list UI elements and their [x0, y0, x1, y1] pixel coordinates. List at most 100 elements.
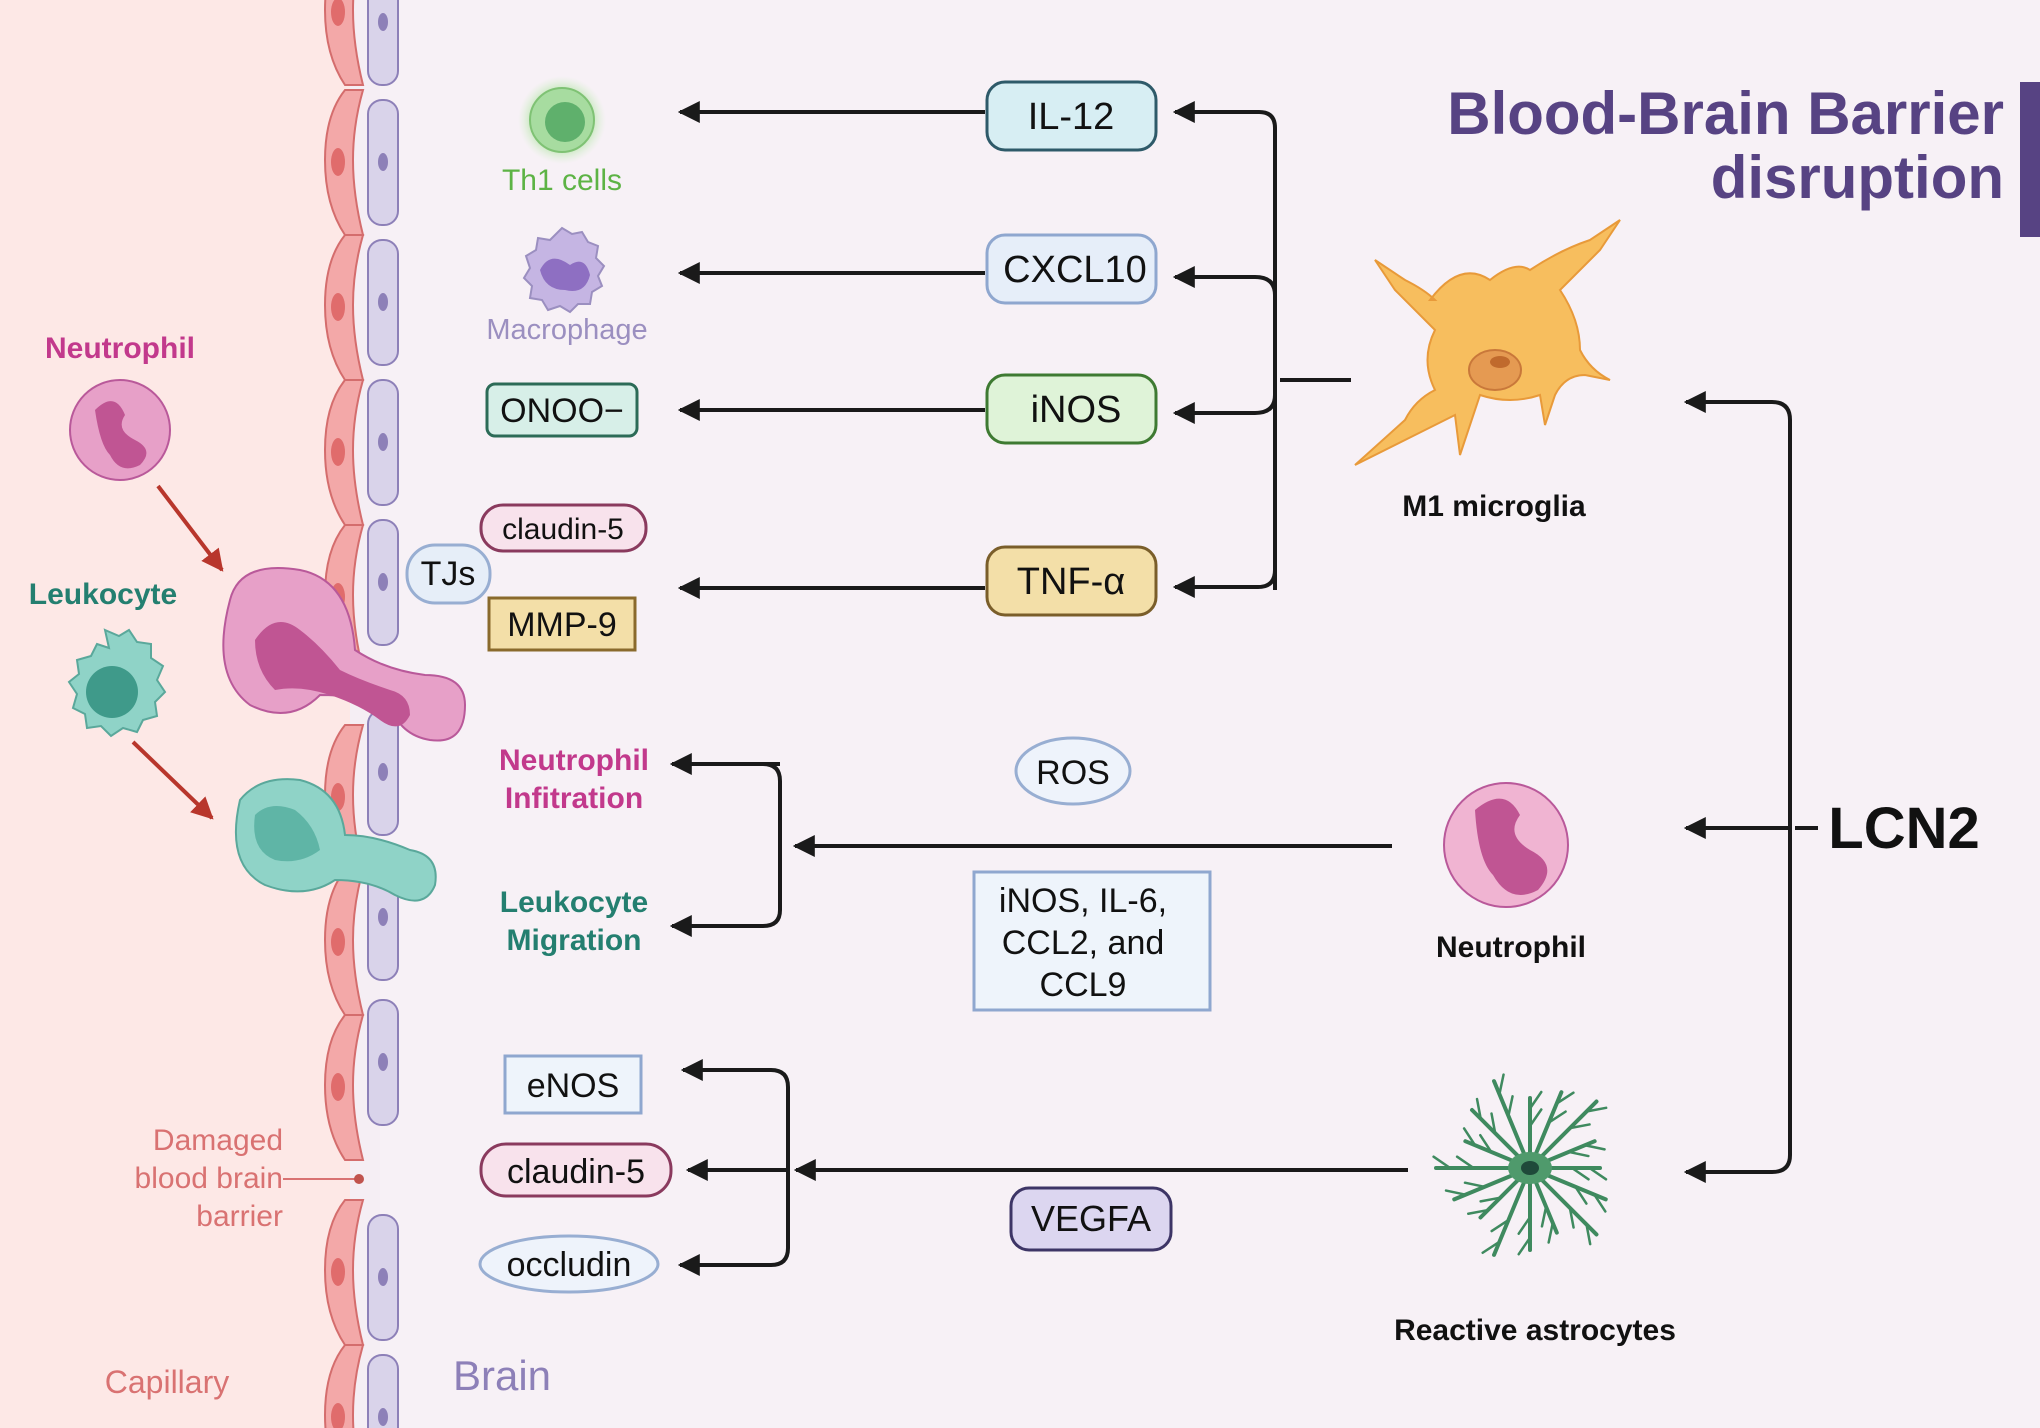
leukocyte-migration-line2: Migration: [507, 924, 642, 957]
astrocyte-nucleus: [1521, 1161, 1539, 1175]
astrocyte-branch: [1528, 1108, 1543, 1128]
onoo-box: [485, 382, 639, 438]
neutrophil-source-icon: [1443, 782, 1569, 908]
endfoot-nucleus: [378, 433, 388, 451]
damaged-leader-dot: [354, 1174, 364, 1184]
endfoot-nucleus: [378, 1053, 388, 1071]
lcn2-to-astrocytes: [1683, 828, 1792, 1183]
astrocyte-branch: [1528, 1090, 1543, 1110]
leukocyte-migration-arrow: [131, 740, 214, 820]
m1-microglia-icon: [1354, 219, 1621, 466]
ros-pill: [1014, 736, 1132, 806]
endfoot-nucleus: [378, 908, 388, 926]
astrocyte-branch: [1547, 1110, 1567, 1124]
tnfa-box: [985, 545, 1158, 617]
inos-box: [985, 373, 1158, 445]
cxcl10-label: CXCL10: [1003, 249, 1147, 291]
tnfa-label: TNF-α: [1017, 561, 1126, 603]
endfoot-nucleus: [378, 153, 388, 171]
neutrophil-infiltration-line2: Infitration: [505, 782, 643, 815]
occludin-label: occludin: [507, 1246, 632, 1284]
claudin5-top-pill: [479, 503, 648, 553]
title-accent-bar: [2020, 82, 2040, 237]
astrocyte-branch: [1467, 1208, 1490, 1216]
endfoot-nucleus: [378, 13, 388, 31]
endfoot-nucleus: [378, 1408, 388, 1426]
astrocyte-branch: [1444, 1189, 1467, 1196]
astrocyte-branch: [1455, 1155, 1475, 1170]
astrocyte-branch: [1588, 1166, 1608, 1181]
astrocyte-branch: [1507, 1095, 1514, 1118]
endothelial-nucleus: [331, 1073, 345, 1101]
astrocyte-branch: [1481, 1240, 1501, 1254]
macrophage-icon: [522, 226, 606, 314]
capillary-label: Capillary: [105, 1364, 229, 1400]
th1-cell-icon: [518, 76, 606, 164]
astrocyte-branch: [1540, 1205, 1548, 1228]
astrocyte-branch: [1570, 1166, 1590, 1181]
endothelial-nucleus: [331, 0, 345, 26]
endothelial-nucleus: [331, 928, 345, 956]
claudin5-bottom-pill: [479, 1142, 673, 1198]
endfoot-nucleus: [378, 1268, 388, 1286]
astrocyte-branch: [1568, 1123, 1591, 1130]
bracket-to-cxcl10: [1172, 266, 1277, 296]
astrocyte-branch: [1574, 1185, 1588, 1205]
onoo-label: ONOO−: [500, 392, 624, 430]
endothelial-nucleus: [331, 1403, 345, 1428]
astrocyte-branch: [1568, 1206, 1575, 1229]
astrocyte-branch: [1585, 1106, 1608, 1113]
astrocyte-branch: [1475, 1097, 1482, 1120]
endothelial-layer: [323, 0, 365, 1428]
astrocyte-branch: [1517, 1215, 1532, 1235]
leukocyte-migration-line1: Leukocyte: [500, 886, 648, 919]
tjs-pill: [405, 543, 492, 605]
title-line2: disruption: [1711, 144, 2004, 211]
cxcl10-box: [985, 233, 1158, 305]
enos-box: [503, 1054, 643, 1115]
transmigrating-leukocyte: [234, 778, 437, 902]
astrocytes-label: Reactive astrocytes: [1394, 1314, 1676, 1347]
neutrophil-mediators-line1: iNOS, IL-6,: [999, 882, 1167, 920]
lcn2-to-microglia: [1683, 391, 1792, 828]
mmp9-box: [487, 596, 637, 652]
left-neutrophil-cell: [69, 379, 171, 481]
astrocyte-branch: [1490, 1112, 1497, 1135]
neutrophil-mediators-line2: CCL2, and: [1002, 924, 1165, 962]
brain-label: Brain: [453, 1352, 551, 1399]
astrocyte-branch: [1585, 1223, 1592, 1246]
il12-box: [985, 80, 1158, 152]
endothelial-nucleus: [331, 438, 345, 466]
th1-label: Th1 cells: [502, 164, 622, 197]
mmp9-label: MMP-9: [507, 606, 617, 644]
claudin5-bottom-label: claudin-5: [507, 1153, 645, 1191]
occludin-pill: [478, 1234, 660, 1294]
astrocyte-branch: [1479, 1196, 1502, 1203]
neutrophil-migration-arrow: [156, 484, 224, 572]
astrocyte-branch: [1567, 1150, 1590, 1158]
left-leukocyte-label: Leukocyte: [29, 578, 177, 611]
ros-label: ROS: [1036, 754, 1110, 792]
m1-microglia-label: M1 microglia: [1402, 490, 1586, 523]
astrocyte-branch: [1547, 1221, 1555, 1244]
bracket-to-tnfa: [1172, 569, 1277, 598]
il12-label: IL-12: [1028, 96, 1115, 138]
astrocyte-branch: [1583, 1143, 1606, 1151]
endfoot-nucleus: [378, 293, 388, 311]
lcn2-label: LCN2: [1828, 796, 1979, 861]
vegfa-label: VEGFA: [1031, 1198, 1151, 1239]
endothelial-nucleus: [331, 148, 345, 176]
astrocyte-branch: [1490, 1218, 1510, 1233]
left-neutrophil-label: Neutrophil: [45, 332, 195, 365]
endfoot-nucleus: [378, 573, 388, 591]
left-leukocyte-cell: [67, 628, 167, 738]
astrocyte-branch: [1432, 1155, 1452, 1170]
damaged-label-line3: barrier: [196, 1200, 283, 1233]
neutrophil-infiltration-line1: Neutrophil: [499, 744, 649, 777]
tjs-label: TJs: [421, 555, 476, 593]
astrocyte-endfoot: [367, 0, 399, 86]
astrocyte-branch: [1479, 1133, 1493, 1154]
capillary-region: [0, 0, 350, 1428]
astrocyte-endfoot: [367, 1354, 399, 1428]
